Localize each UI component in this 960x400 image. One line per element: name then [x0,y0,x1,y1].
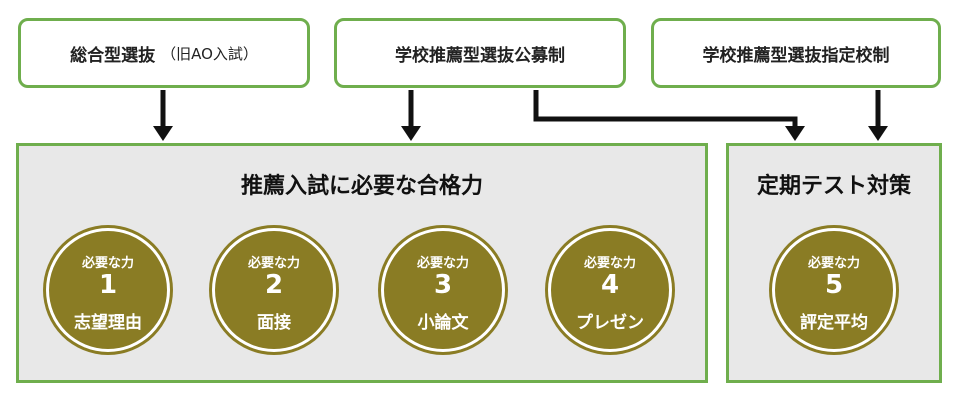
ability-4-number: 4 [600,270,620,300]
ability-1-text: 志望理由 [74,313,142,333]
ability-3-text: 小論文 [417,313,469,333]
box-sogogata-label: 総合型選抜 [70,45,156,66]
box-sogogata-senbatsu: 総合型選抜 （旧AO入試） [18,18,310,88]
arrow-3-head [785,126,805,141]
arrow-2-head [401,126,421,141]
ability-2-text: 面接 [257,313,291,333]
ability-1-number: 1 [98,270,118,300]
ability-3-number: 3 [433,270,453,300]
ability-circle-1: 必要な力 1 志望理由 [46,228,170,352]
box-shiteikousei-label: 学校推薦型選抜指定校制 [702,45,890,66]
ability-circle-5: 必要な力 5 評定平均 [772,228,896,352]
arrow-4-head [868,126,888,141]
ability-5-number: 5 [824,270,844,300]
ability-4-label: 必要な力 [583,256,636,271]
box-koubosei-label: 学校推薦型選抜公募制 [395,45,565,66]
ability-5-label: 必要な力 [807,256,860,271]
ability-5-text: 評定平均 [800,313,868,333]
box-suisen-koubosei: 学校推薦型選抜公募制 [334,18,626,88]
panel-test-prep: 定期テスト対策 必要な力 5 評定平均 [726,143,942,383]
panel-main-title: 推薦入試に必要な合格力 [240,174,483,199]
ability-2-label: 必要な力 [247,256,300,271]
ability-circle-2: 必要な力 2 面接 [212,228,336,352]
ability-1-label: 必要な力 [81,256,134,271]
box-sogogata-sub: （旧AO入試） [161,44,258,63]
ability-circle-4: 必要な力 4 プレゼン [548,228,672,352]
box-suisen-shiteikousei: 学校推薦型選抜指定校制 [651,18,941,88]
arrow-1-head [153,126,173,141]
ability-4-text: プレゼン [576,313,644,333]
ability-3-label: 必要な力 [416,256,469,271]
arrow-3-shaft [533,90,798,128]
ability-circle-3: 必要な力 3 小論文 [381,228,505,352]
panel-test-title: 定期テスト対策 [756,174,911,199]
ability-2-number: 2 [264,270,284,300]
panel-required-abilities: 推薦入試に必要な合格力 必要な力 1 志望理由 必要な力 2 面接 必要な力 3… [16,143,708,383]
